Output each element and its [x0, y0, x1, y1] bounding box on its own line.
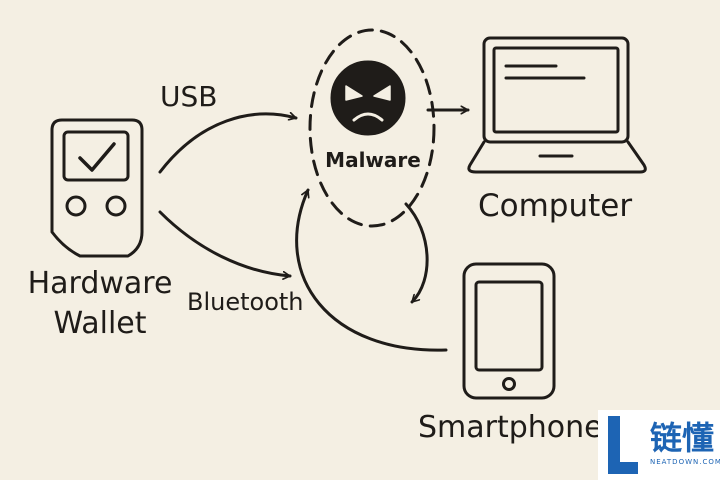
usb-arrow: [158, 114, 298, 174]
watermark-subtext: NEATDOWN.COM: [650, 458, 720, 466]
bluetooth-arrow: [158, 210, 292, 276]
smartphone-icon: [462, 262, 556, 400]
watermark-badge: [598, 410, 720, 480]
hardware-wallet-label-line2: Wallet: [53, 306, 147, 341]
hardware-wallet-label-line1: Hardware: [27, 266, 173, 301]
smartphone-label: Smartphone: [418, 410, 603, 445]
smartphone-to-malware-arrow: [295, 188, 448, 352]
computer-icon: [467, 36, 647, 174]
malware-to-smartphone-arrow: [404, 202, 429, 304]
bluetooth-label: Bluetooth: [187, 288, 304, 316]
malware-label: Malware: [325, 148, 421, 172]
watermark-text: 链懂: [650, 419, 715, 457]
usb-label: USB: [160, 80, 218, 113]
malware-face-icon: [330, 60, 406, 136]
watermark-logo-icon: [608, 416, 638, 474]
malware-node: [308, 28, 436, 228]
computer-label: Computer: [478, 188, 633, 224]
hardware-wallet-label: Hardware Wallet: [20, 264, 180, 344]
hardware-wallet-icon: [50, 118, 144, 258]
